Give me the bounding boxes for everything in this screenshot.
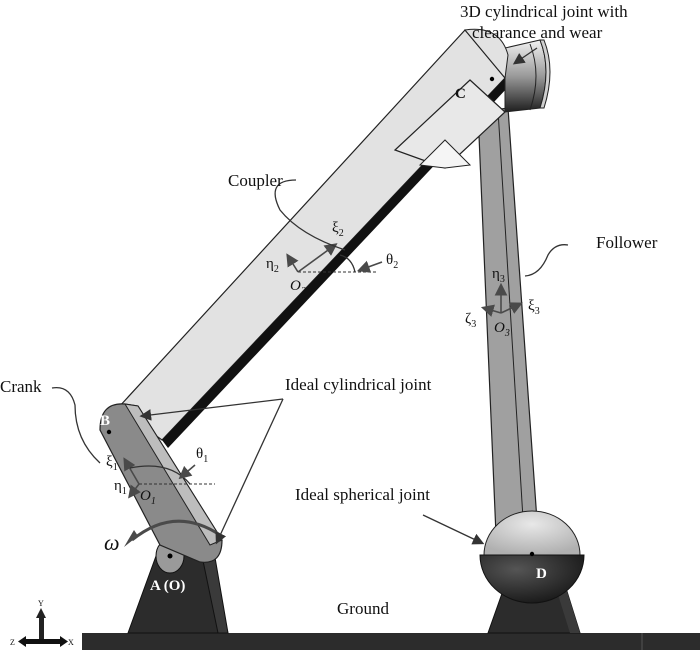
point-a-label: A (O) — [150, 578, 185, 594]
follower-link — [477, 107, 539, 536]
point-b-label: B — [100, 413, 110, 429]
frame-body2 — [286, 243, 383, 273]
o3-label: O3 — [494, 320, 510, 339]
ground-label: Ground — [337, 599, 389, 618]
frame-body3 — [480, 282, 523, 317]
joint-d-sphere — [479, 510, 585, 604]
axis-z-label: Z — [10, 638, 15, 647]
frame-body1 — [123, 457, 215, 499]
o2-label: O2 — [290, 278, 306, 297]
omega-label: ω — [104, 530, 120, 555]
coupler-leader — [274, 179, 346, 251]
coordinate-triad — [18, 608, 68, 647]
top-joint-leader — [512, 47, 538, 65]
xi3-label: ξ3 — [528, 298, 540, 317]
theta1-label: θ1 — [196, 446, 208, 465]
xi2-label: ξ2 — [332, 220, 344, 239]
joint-c-cylinder — [464, 28, 551, 113]
eta1-label: η1 — [114, 478, 127, 497]
xi1-label: ξ1 — [106, 454, 118, 473]
ideal-spherical-leader — [422, 514, 485, 545]
ideal-spherical-label: Ideal spherical joint — [295, 485, 430, 504]
crank-leader — [51, 386, 101, 464]
point-c-label: C — [455, 86, 466, 102]
ideal-cylindrical-leaders — [139, 398, 284, 545]
top-joint-label-line1: 3D cylindrical joint with — [460, 2, 628, 21]
axis-y-label: Y — [38, 599, 44, 608]
zeta3-label: ζ3 — [465, 311, 476, 330]
crank-label: Crank — [0, 377, 42, 396]
top-joint-label-line2: clearance and wear — [472, 23, 603, 42]
point-b-dot — [106, 429, 112, 435]
point-d-dot — [529, 551, 535, 557]
o1-label: O1 — [140, 488, 156, 507]
follower-leader — [524, 244, 569, 277]
theta2-label: θ2 — [386, 252, 398, 271]
eta2-label: η2 — [266, 256, 279, 275]
axis-x-label: X — [68, 638, 74, 647]
ideal-cylindrical-label: Ideal cylindrical joint — [285, 375, 432, 394]
coupler-label: Coupler — [228, 171, 283, 190]
omega-rotation-arrow — [124, 519, 221, 547]
point-d-label: D — [536, 566, 547, 582]
eta3-label: η3 — [492, 266, 505, 285]
point-c-dot — [489, 76, 495, 82]
follower-label: Follower — [596, 233, 658, 252]
ground-base — [82, 633, 700, 650]
